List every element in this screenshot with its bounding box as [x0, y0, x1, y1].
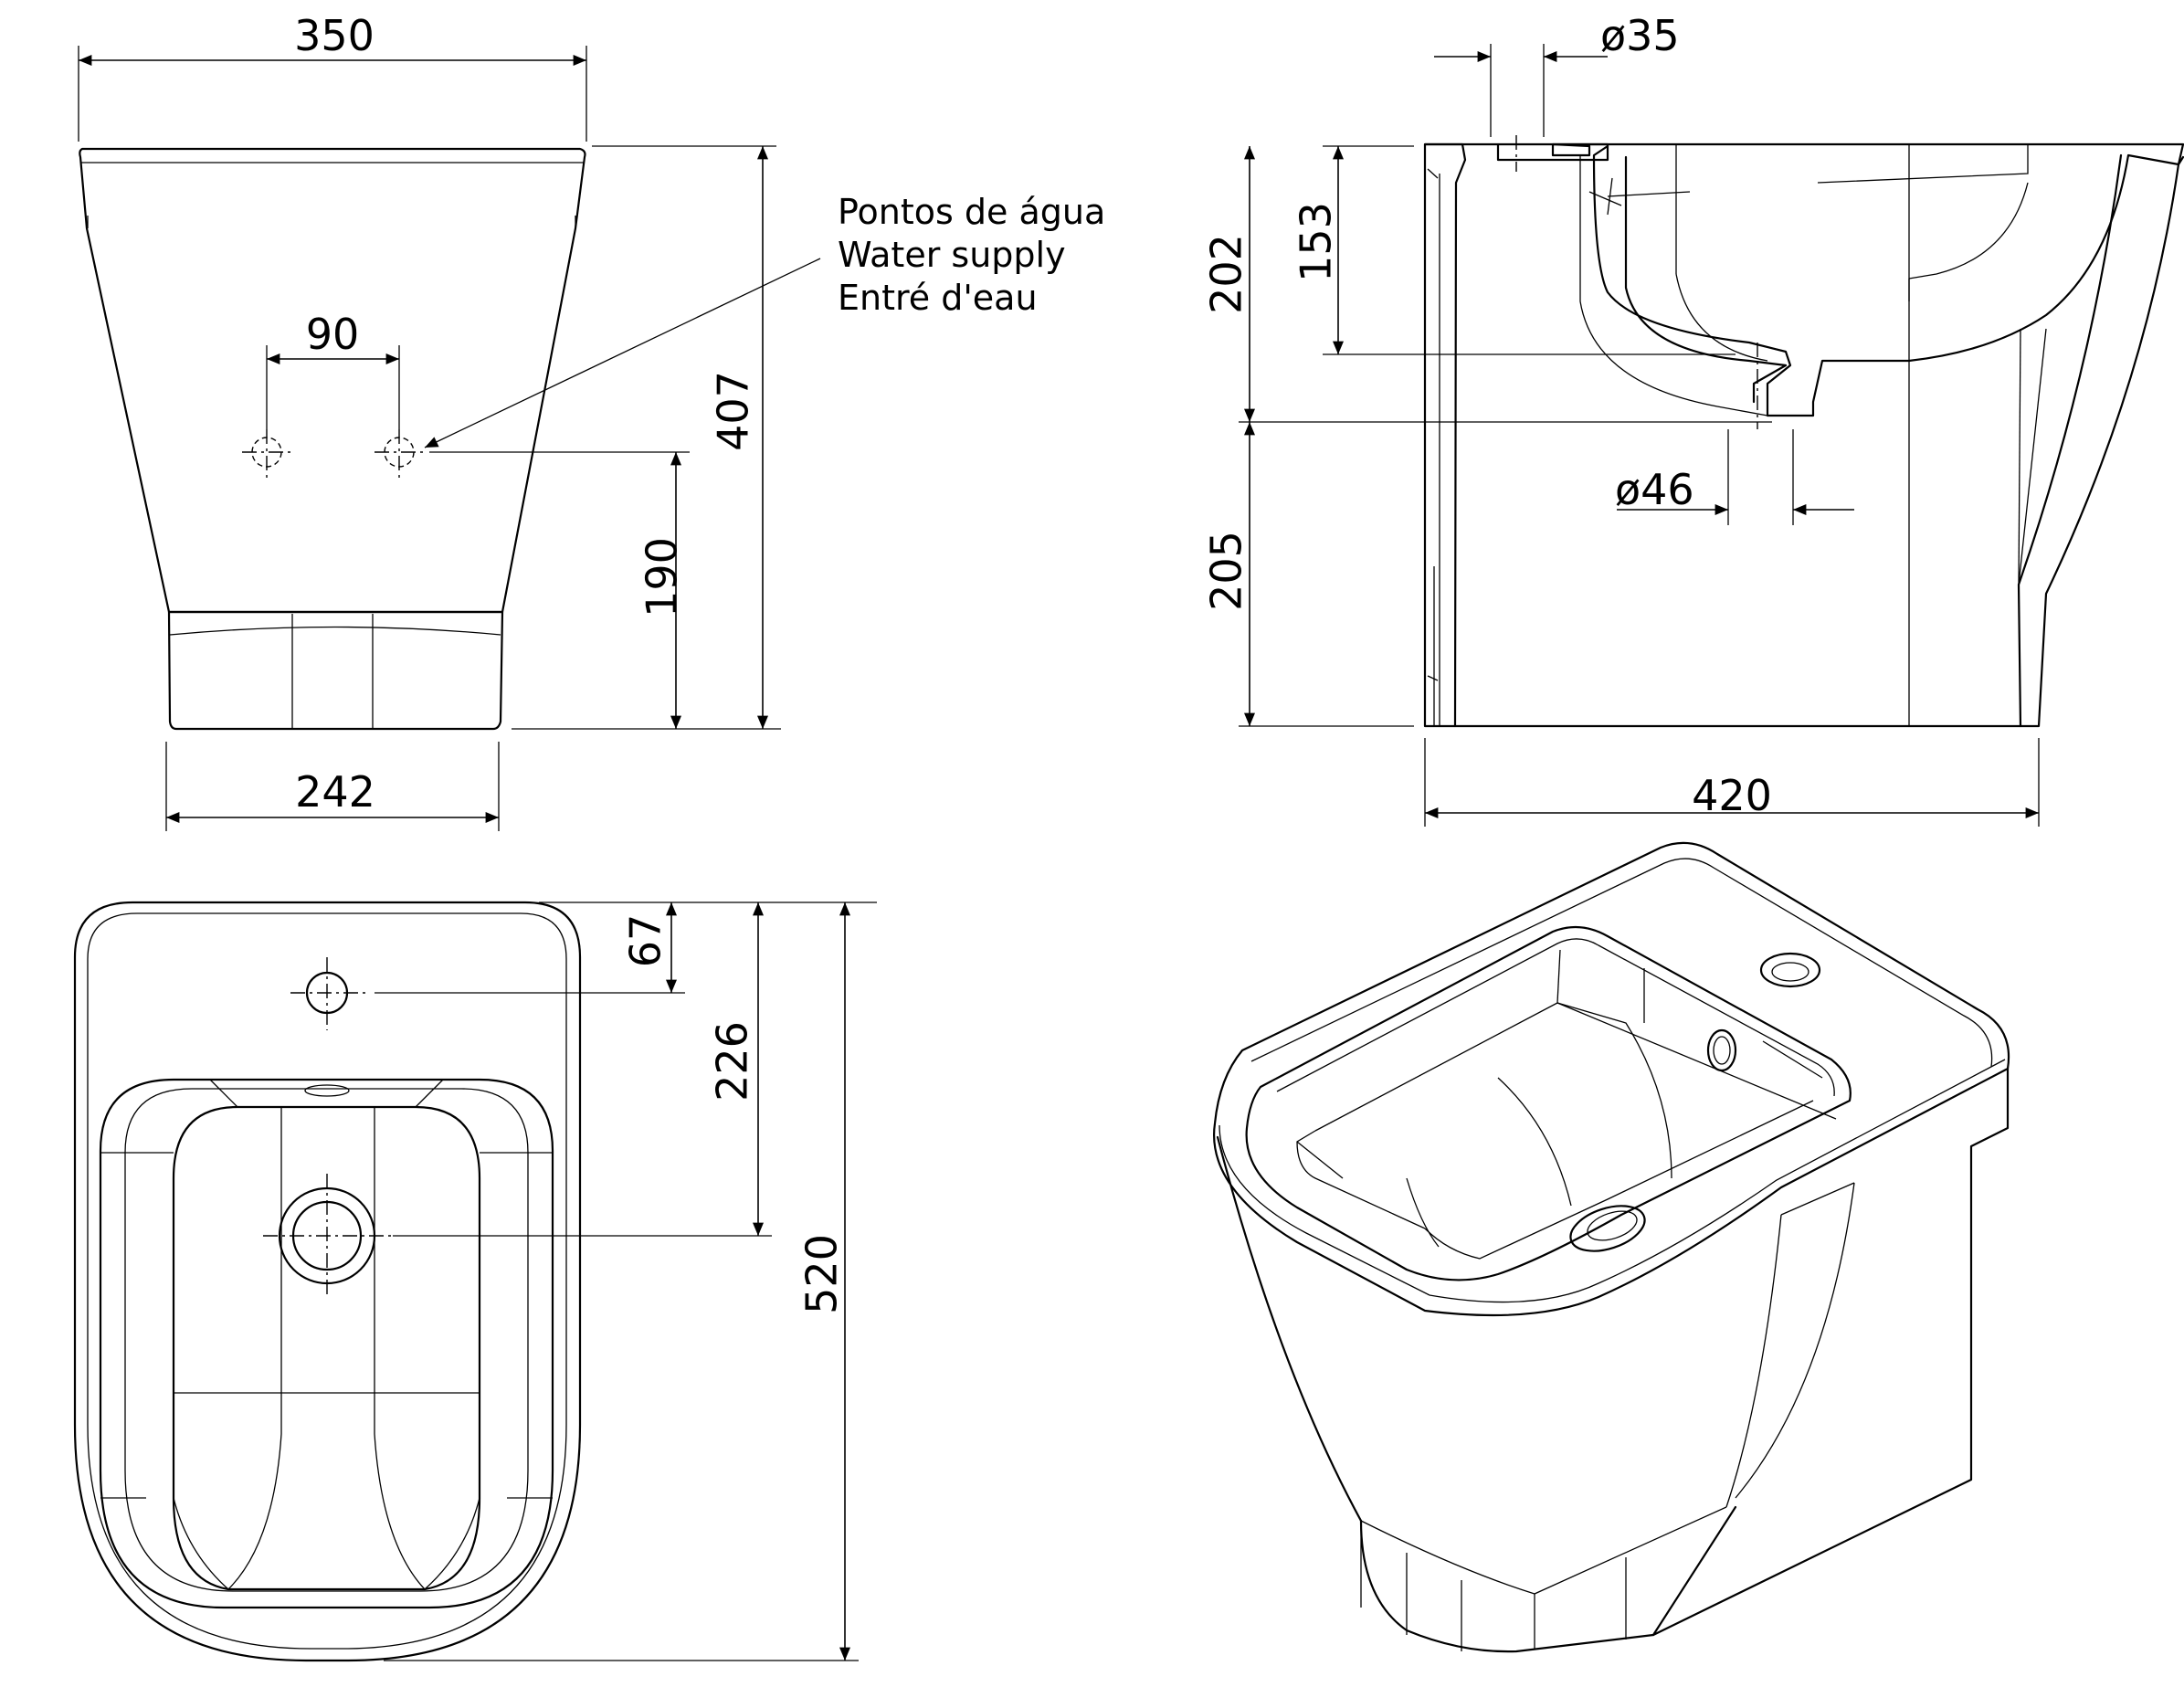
note-line-fr: Entré d'eau — [838, 278, 1038, 318]
dim-width-base: 242 — [295, 767, 375, 817]
dim-rim-to-waste: 202 — [1202, 234, 1251, 314]
top-tap-hole — [290, 957, 365, 1030]
side-rim-top — [1423, 142, 1609, 162]
tap-symbol-left — [242, 429, 292, 480]
side-section-view: ø35 ø46 153 202 205 420 — [1202, 11, 2184, 827]
dim-length: 520 — [797, 1234, 847, 1314]
front-body-outline — [79, 147, 586, 614]
iso-overflow-hole — [1706, 1028, 1737, 1072]
note-line-en: Water supply — [838, 235, 1066, 275]
dim-tap-height: 190 — [638, 537, 687, 617]
side-bowl-inner — [1624, 155, 1788, 404]
dim-outlet-diameter: ø46 — [1615, 465, 1694, 514]
dim-drain-offset: 226 — [708, 1021, 757, 1102]
top-outer-outline — [73, 901, 582, 1662]
front-view: 350 90 242 190 407 Pontos de água Water … — [78, 11, 1105, 831]
dim-width-top: 350 — [294, 11, 375, 60]
iso-drain — [1569, 1205, 1646, 1252]
dim-total-height: 407 — [709, 371, 758, 451]
dim-rim-to-outlet: 153 — [1292, 202, 1341, 282]
dim-depth: 420 — [1692, 771, 1772, 820]
top-drain-hole — [263, 1174, 393, 1297]
iso-bowl-rim — [1245, 925, 1852, 1281]
note-leader — [424, 258, 821, 448]
side-front-skirt — [1453, 155, 2184, 728]
top-view: 67 226 520 — [73, 901, 877, 1662]
dim-tap-spacing: 90 — [306, 310, 360, 359]
note-line-pt: Pontos de água — [838, 192, 1105, 232]
front-plinth — [167, 610, 504, 731]
iso-deck-outline — [1213, 841, 2010, 1317]
iso-body-left — [1216, 1135, 1363, 1523]
side-back-wall — [1423, 142, 1467, 728]
top-bowl-outer — [99, 1078, 554, 1609]
isometric-view — [1213, 841, 2010, 1653]
side-rim-deck — [1551, 142, 2184, 417]
tap-symbol-right — [375, 429, 425, 480]
iso-tap-hole — [1759, 952, 1821, 988]
dim-waste-height: 205 — [1202, 531, 1251, 611]
iso-body-right — [1651, 1067, 2010, 1637]
dim-inlet-diameter: ø35 — [1600, 11, 1680, 60]
dim-tap-offset: 67 — [621, 914, 670, 968]
